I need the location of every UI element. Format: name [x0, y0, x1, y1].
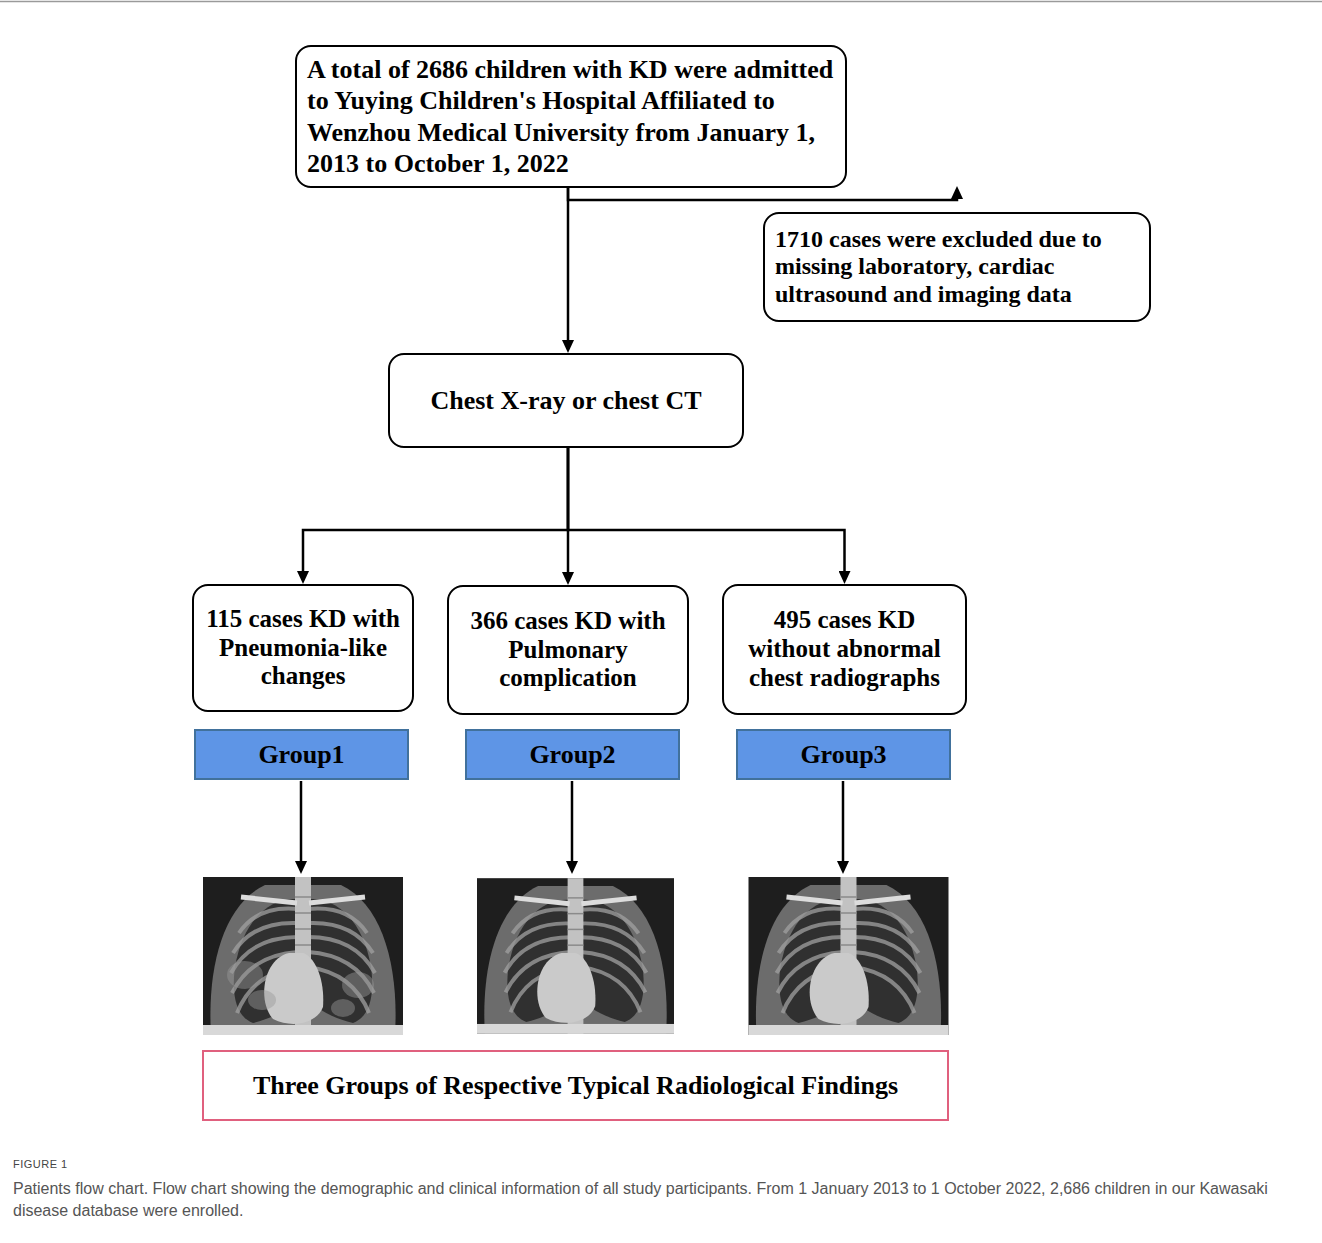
group-count-box: 495 cases KD without abnormal chest radi… [722, 584, 967, 715]
xray-image [477, 878, 674, 1034]
group-label-box: Group3 [736, 729, 951, 780]
flow-arrow [568, 448, 845, 571]
node-label: A total of 2686 children with KD were ad… [307, 54, 835, 179]
flow-arrow [303, 448, 568, 571]
flow-arrow [568, 188, 957, 200]
node-label: Chest X-ray or chest CT [430, 385, 701, 416]
process-box: Chest X-ray or chest CT [388, 353, 744, 448]
node-label: Group1 [258, 740, 344, 770]
group-label-box: Group2 [465, 729, 680, 780]
image-arrow [571, 781, 574, 861]
image-arrows [301, 781, 843, 861]
node-label: 495 cases KD without abnormal chest radi… [734, 606, 955, 692]
page-rule [0, 1, 1322, 3]
xray-image [749, 877, 949, 1035]
figure-caption: Patients flow chart. Flow chart showing … [13, 1178, 1309, 1221]
node-label: 1710 cases were excluded due to missing … [775, 226, 1139, 309]
node-label: Group3 [800, 740, 886, 770]
figure-number: FIGURE 1 [13, 1158, 68, 1170]
xray-images [203, 877, 949, 1035]
flow-arrow [567, 188, 570, 340]
start-box: A total of 2686 children with KD were ad… [295, 45, 847, 188]
exclusion-box: 1710 cases were excluded due to missing … [763, 212, 1151, 322]
infiltrate-patches [227, 961, 374, 1017]
image-arrow [300, 781, 303, 861]
group-label-box: Group1 [194, 729, 409, 780]
xray-image [203, 877, 403, 1035]
findings-box: Three Groups of Respective Typical Radio… [202, 1050, 949, 1121]
node-label: Three Groups of Respective Typical Radio… [253, 1071, 898, 1101]
node-label: 115 cases KD with Pneumonia-like changes [204, 605, 402, 691]
node-label: Group2 [529, 740, 615, 770]
node-label: 366 cases KD with Pulmonary complication [459, 607, 677, 693]
group-count-box: 366 cases KD with Pulmonary complication [447, 585, 689, 715]
group-count-box: 115 cases KD with Pneumonia-like changes [192, 584, 414, 712]
image-arrow [842, 781, 845, 861]
